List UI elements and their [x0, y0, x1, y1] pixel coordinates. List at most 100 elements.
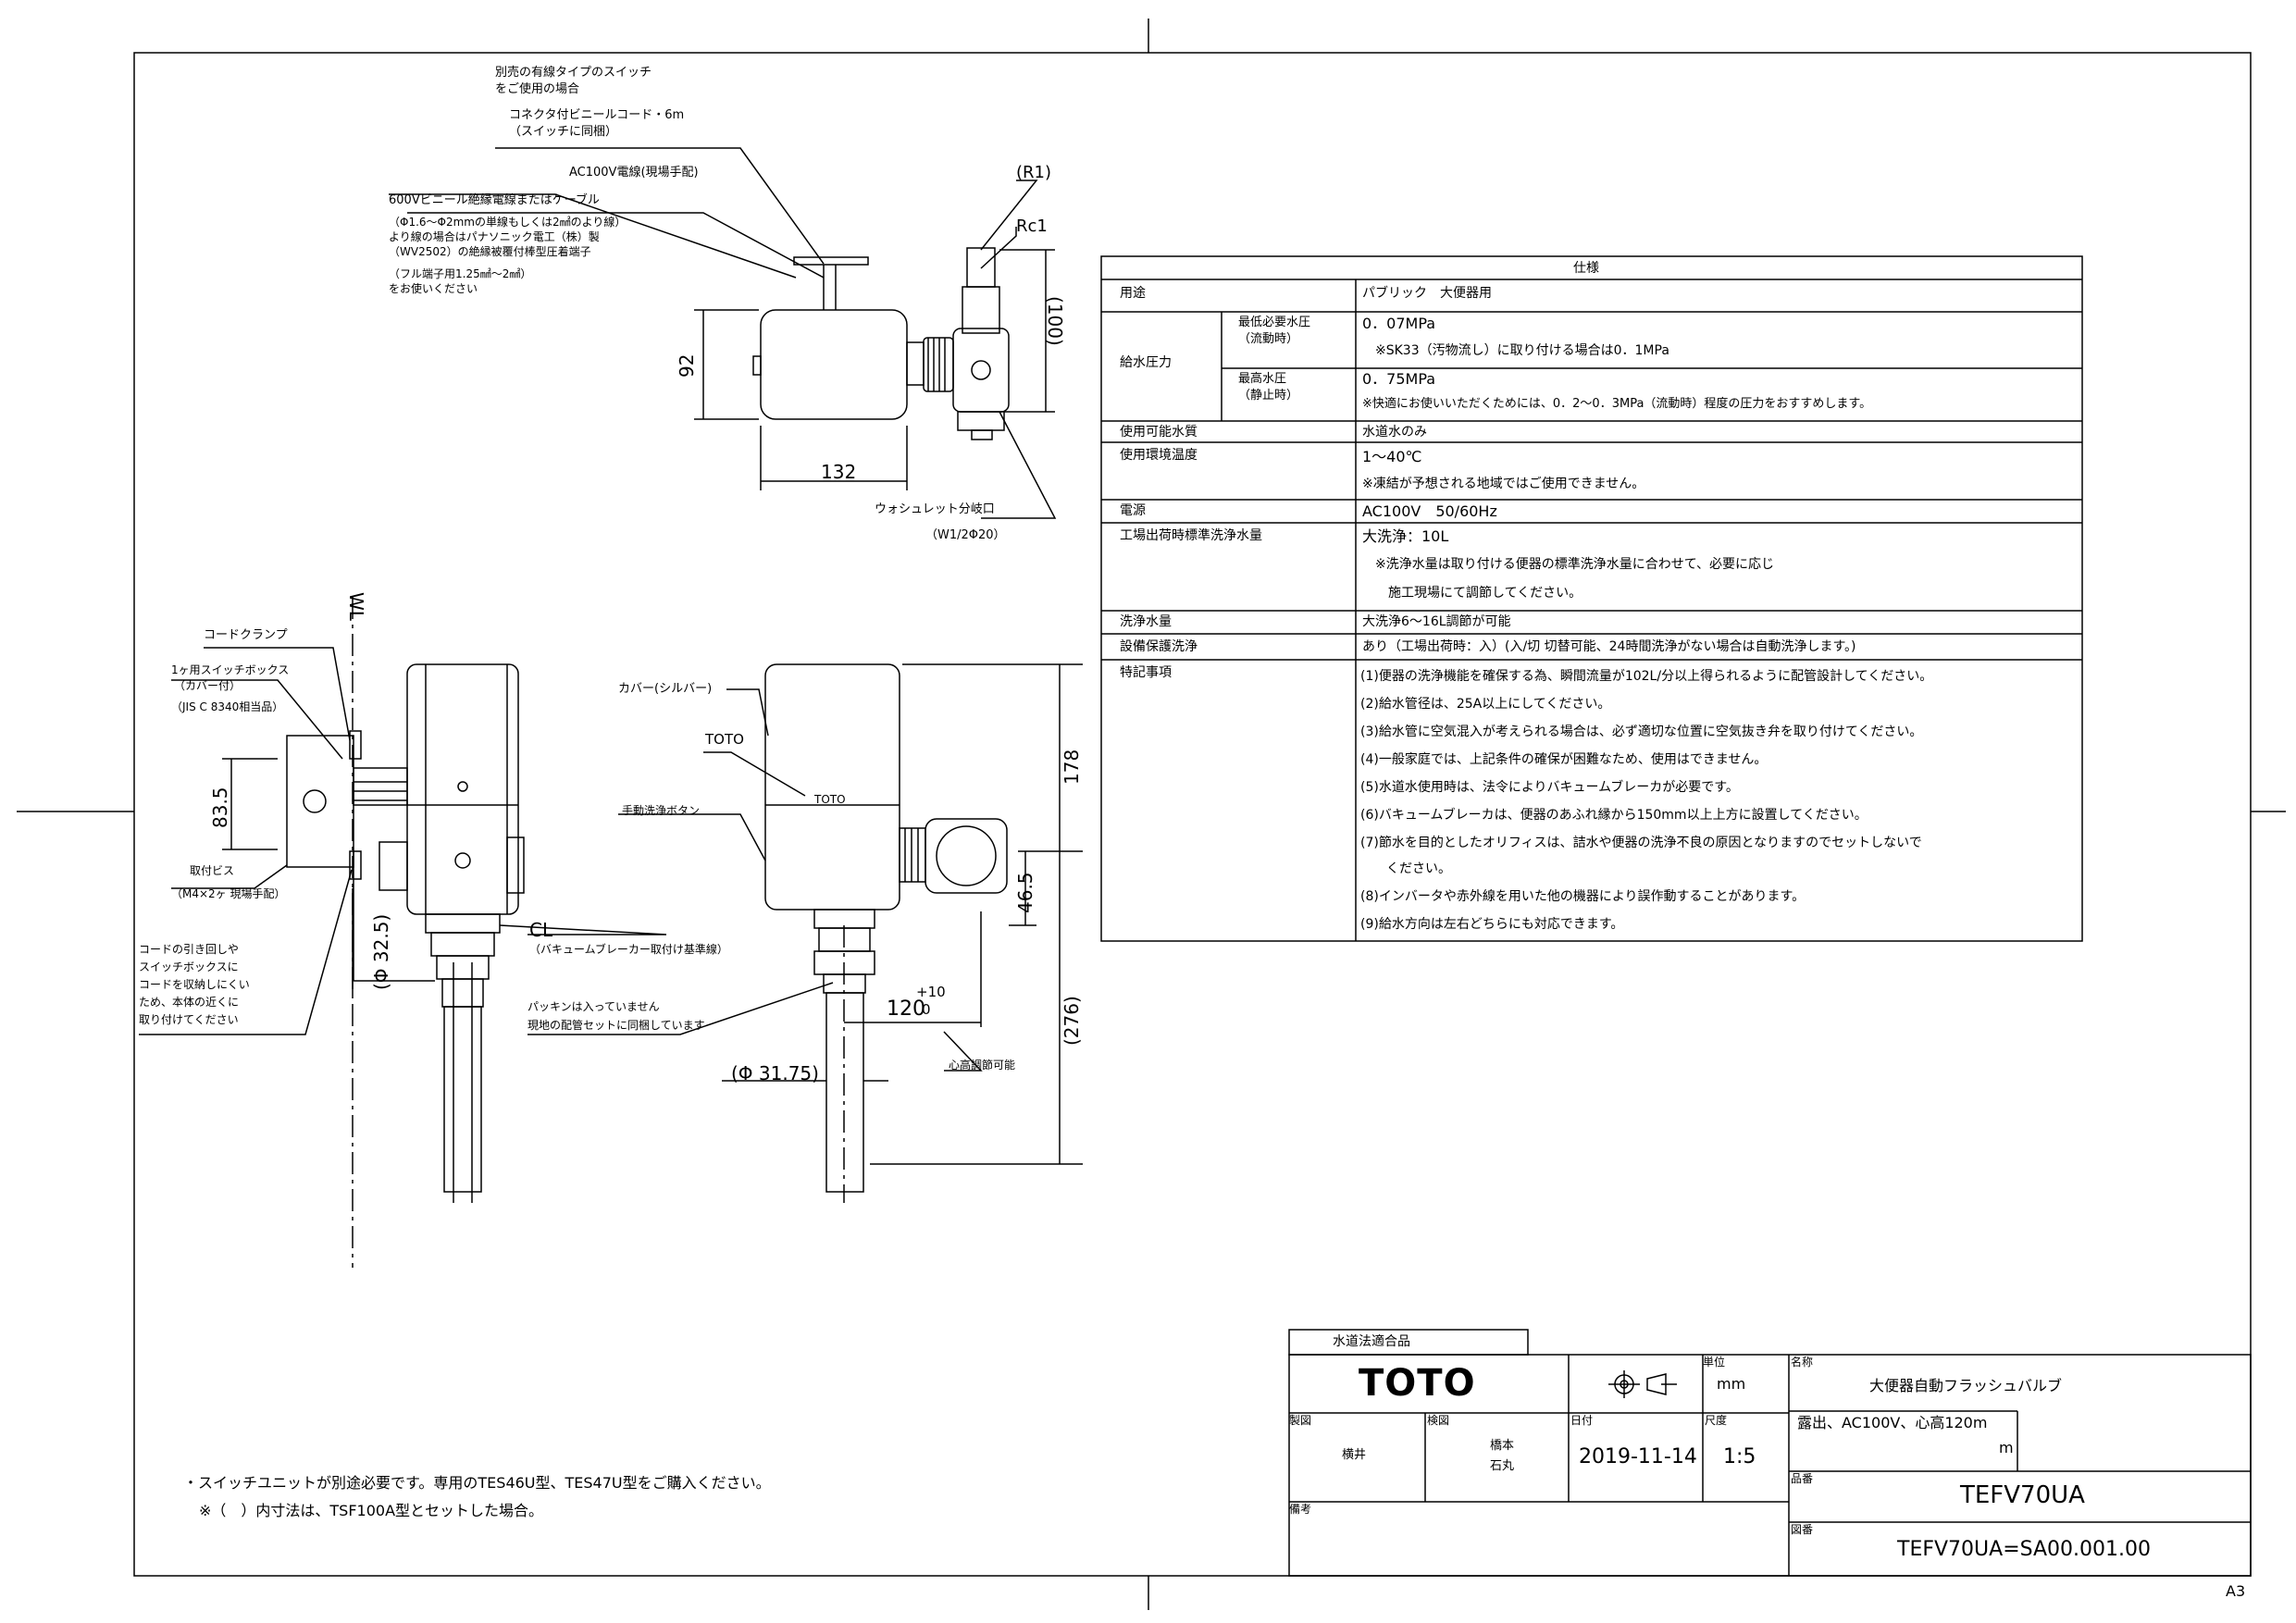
callout-cord-note-5: 取り付けてください [139, 1013, 239, 1026]
dim-83-5: 83.5 [209, 787, 231, 828]
spec-value-max-pressure-note: ※快適にお使いいただくためには、0．2～0．3MPa（流動時）程度の圧力をおすす… [1362, 397, 1872, 411]
product-desc: 露出、AC100V、心高120m [1797, 1414, 1988, 1431]
spec-value-min-pressure: 0．07MPa [1362, 315, 1436, 332]
product-name: 大便器自動フラッシュバルブ [1869, 1377, 2063, 1394]
label-r1: (R1) [1016, 163, 1052, 182]
title-block-grid [1288, 1329, 2252, 1577]
spec-label-flush-volume: 洗浄水量 [1120, 614, 1172, 629]
scale-value: 1:5 [1723, 1445, 1756, 1468]
callout-power-line: AC100V電線(現場手配) [569, 166, 699, 180]
callout-cable-4: （WV2502）の絶縁被覆付棒型圧着端子 [389, 245, 591, 258]
spec-value-min-pressure-note: ※SK33（汚物流し）に取り付ける場合は0．1MPa [1362, 343, 1669, 358]
callout-cable-6: をお使いください [389, 282, 478, 295]
spec-value-factory-volume-note-2: 施工現場にて調節してください。 [1362, 586, 1582, 601]
spec-note-8: (8)インバータや赤外線を用いた他の機器により誤作動することがあります。 [1360, 889, 1806, 904]
spec-label-power: 電源 [1120, 503, 1146, 518]
spec-value-temperature-note: ※凍結が予想される地域ではご使用できません。 [1362, 477, 1645, 491]
spec-label-pressure: 給水圧力 [1120, 355, 1172, 370]
drawing-no-label: 図番 [1791, 1523, 1814, 1536]
spec-label-factory-volume: 工場出荷時標準洗浄水量 [1120, 528, 1262, 543]
sheet-size: A3 [2226, 1582, 2246, 1600]
callout-manual-button: 手動洗浄ボタン [622, 804, 701, 817]
unit-label: 単位 [1703, 1356, 1726, 1369]
spec-value-water-quality: 水道水のみ [1362, 425, 1427, 440]
dim-46-5: 46.5 [1014, 872, 1036, 913]
spec-table-grid [1100, 255, 2083, 942]
note-dimensions: ※（ ）内寸法は、TSF100A型とセットした場合。 [199, 1502, 544, 1519]
callout-connector-cord-2: （スイッチに同梱） [509, 125, 618, 139]
callout-cable-1: 600Vビニール絶縁電線またはケーブル [389, 193, 600, 207]
callout-switch-type-2: をご使用の場合 [495, 82, 580, 96]
spec-note-1: (1)便器の洗浄機能を確保する為、瞬間流量が102L/分以上得られるように配管設… [1360, 669, 1933, 684]
callout-cord-note-1: コードの引き回しや [139, 943, 239, 956]
dim-120: 120 [887, 997, 925, 1021]
callout-switch-type: 別売の有線タイプのスイッチ [495, 66, 652, 80]
model-label: 品番 [1791, 1472, 1814, 1485]
callout-cable-2: （Φ1.6～Φ2mmの単線もしくは2㎟のより線） [389, 216, 627, 229]
border-frame [133, 52, 2252, 1577]
designer-name: 横井 [1342, 1448, 1367, 1462]
spec-note-9: (9)給水方向は左右どちらにも対応できます。 [1360, 917, 1624, 932]
date-value: 2019-11-14 [1579, 1445, 1697, 1468]
spec-sub-min-pressure: 最低必要水圧 （流動時） [1238, 316, 1311, 347]
dim-120-tol-zero: 0 [922, 1001, 931, 1018]
spec-note-5: (5)水道水使用時は、法令によりバキュームブレーカが必要です。 [1360, 780, 1739, 795]
callout-cover: カバー(シルバー) [618, 682, 713, 696]
spec-value-usage: パブリック 大便器用 [1362, 286, 1492, 301]
spec-note-7b: ください。 [1360, 861, 1451, 876]
spec-label-usage: 用途 [1120, 286, 1146, 301]
company-logo: TOTO [1359, 1362, 1476, 1405]
checker-name-1: 橋本 [1490, 1439, 1515, 1453]
spec-note-2: (2)給水管径は、25A以上にしてください。 [1360, 697, 1611, 712]
spec-value-power: AC100V 50/60Hz [1362, 502, 1497, 520]
remarks-label: 備考 [1289, 1503, 1312, 1516]
callout-anchor: 取付ビス [190, 864, 235, 877]
callout-cl-note: （バキュームブレーカー取付け基準線） [529, 943, 728, 956]
spec-sub-max-pressure: 最高水圧 （静止時） [1238, 372, 1299, 403]
body-brand: TOTO [814, 793, 846, 806]
dim-92: 92 [676, 353, 698, 378]
callout-cord-note-2: スイッチボックスに [139, 960, 239, 973]
scale-label: 尺度 [1705, 1414, 1728, 1427]
callout-cord-note-3: コードを収納しにくい [139, 978, 250, 991]
dim-178: 178 [1061, 749, 1083, 785]
callout-cord-clamp: コードクランプ [204, 628, 288, 642]
spec-value-factory-volume-note-1: ※洗浄水量は取り付ける便器の標準洗浄水量に合わせて、必要に応じ [1362, 557, 1775, 572]
dim-100: (100) [1044, 296, 1066, 346]
dim-31-75: (Φ 31.75) [731, 1062, 819, 1084]
name-label: 名称 [1791, 1356, 1814, 1369]
callout-cord-note-4: ため、本体の近くに [139, 996, 240, 1009]
callout-switch-box: 1ヶ用スイッチボックス [171, 663, 290, 676]
spec-value-factory-volume: 大洗浄：10L [1362, 527, 1449, 545]
label-wl: WL [345, 592, 367, 621]
unit-value: mm [1717, 1375, 1746, 1393]
spec-label-water-quality: 使用可能水質 [1120, 425, 1198, 440]
callout-cable-5: （フル端子用1.25㎟～2㎟） [389, 267, 532, 280]
spec-value-temperature: 1～40℃ [1362, 448, 1422, 465]
model-number: TEFV70UA [1960, 1481, 2085, 1509]
dim-120-tol-plus: +10 [916, 984, 946, 1000]
label-rc1: Rc1 [1016, 217, 1048, 236]
dim-32-5: (Φ 32.5) [370, 913, 392, 990]
dim-132: 132 [821, 461, 857, 483]
callout-cable-3: より線の場合はパナソニック電工（株）製 [389, 230, 600, 243]
callout-washlet-branch-2: （W1/2Φ20） [925, 528, 1006, 542]
spec-label-special-notes: 特記事項 [1120, 665, 1172, 680]
date-label: 日付 [1570, 1414, 1594, 1427]
spec-note-4: (4)一般家庭では、上記条件の確保が困難なため、使用はできません。 [1360, 752, 1768, 767]
spec-label-protection-flush: 設備保護洗浄 [1120, 639, 1198, 654]
spec-value-flush-volume: 大洗浄6～16L調節が可能 [1362, 614, 1511, 629]
spec-note-3: (3)給水管に空気混入が考えられる場合は、必ず適切な位置に空気抜き弁を取り付けて… [1360, 725, 1923, 739]
spec-value-max-pressure: 0．75MPa [1362, 370, 1436, 388]
label-cl: CL [529, 919, 553, 941]
spec-label-temperature: 使用環境温度 [1120, 448, 1198, 463]
design-label: 製図 [1289, 1414, 1312, 1427]
note-switch-unit: ・スイッチユニットが別途必要です。専用のTES46U型、TES47U型をご購入く… [183, 1474, 771, 1492]
callout-connector-cord: コネクタ付ビニールコード・6m [509, 108, 685, 122]
spec-note-6: (6)バキュームブレーカは、便器のあふれ縁から150mm以上上方に設置してくださ… [1360, 808, 1868, 823]
dim-276: (276) [1061, 996, 1083, 1046]
spec-table-title: 仕様 [1573, 261, 1599, 276]
product-desc-2: m [1999, 1439, 2014, 1456]
top-view-drawing [389, 147, 1057, 519]
